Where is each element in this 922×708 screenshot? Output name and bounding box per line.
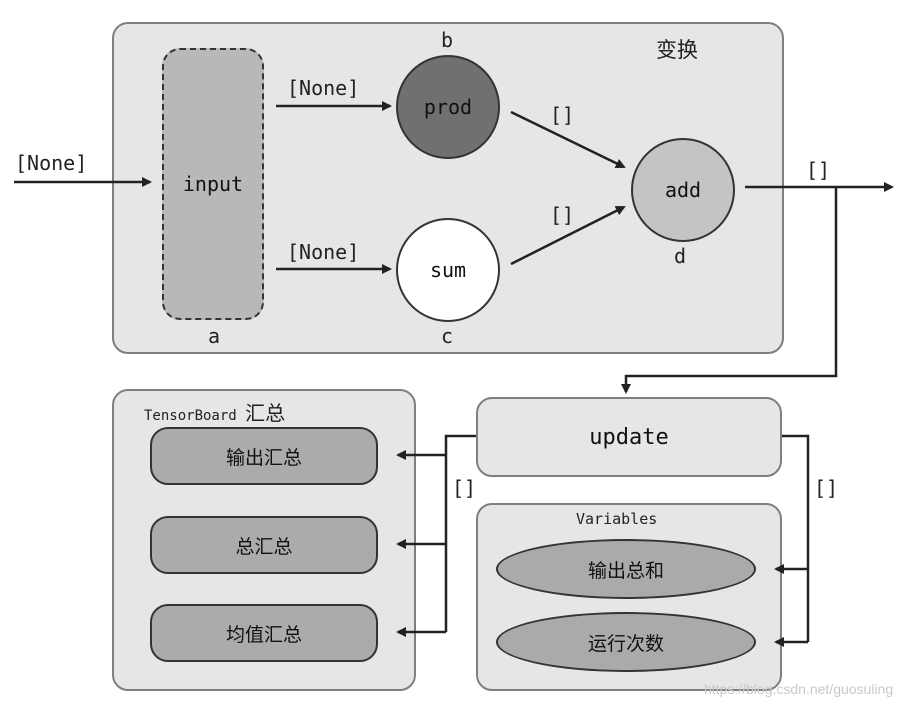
prod-node: prod: [396, 55, 500, 159]
input-node-label: input: [182, 172, 244, 196]
prod-node-label: prod: [423, 95, 473, 119]
watermark: https://blog.csdn.net/guosuling: [704, 681, 894, 697]
variable-output-sum: 输出总和: [496, 539, 756, 599]
edge-prod-to-add: [510, 110, 626, 169]
tensorboard-title-suffix: 汇总: [245, 401, 286, 425]
edge-add-to-update: [621, 187, 838, 394]
edge-label-update-to-variables: []: [814, 476, 839, 500]
edge-label-prod-to-add: []: [550, 103, 575, 127]
sum-node: sum: [396, 218, 500, 322]
add-node-label: add: [664, 178, 702, 202]
edge-label-input-to-sum: [None]: [287, 240, 360, 264]
edge-update-to-summaries: [444, 434, 476, 632]
tensorboard-group-title: TensorBoard 汇总: [144, 397, 285, 426]
edge-label-update-to-summaries: []: [452, 476, 477, 500]
edge-update-to-variables: [782, 434, 810, 642]
summary-item-mean: 均值汇总: [150, 604, 378, 662]
sum-node-letter: c: [441, 324, 454, 348]
transform-group-title: 变换: [656, 38, 698, 62]
prod-node-letter: b: [441, 28, 454, 52]
input-node: input: [162, 48, 264, 320]
update-node: update: [476, 397, 782, 477]
edge-label-external-input: [None]: [15, 151, 88, 175]
input-node-letter: a: [208, 324, 221, 348]
edge-sum-to-add: [510, 205, 626, 266]
edge-label-sum-to-add: []: [550, 203, 575, 227]
summary-item-total: 总汇总: [150, 516, 378, 574]
update-node-label: update: [589, 424, 669, 450]
edge-label-input-to-prod: [None]: [287, 76, 360, 100]
sum-node-label: sum: [429, 258, 467, 282]
edge-label-add-output: []: [806, 158, 831, 182]
variable-run-count: 运行次数: [496, 612, 756, 672]
add-node: add: [631, 138, 735, 242]
variables-group-title: Variables: [576, 510, 658, 528]
tensorboard-title-prefix: TensorBoard: [144, 408, 237, 424]
add-node-letter: d: [674, 244, 687, 268]
summary-item-output: 输出汇总: [150, 427, 378, 485]
